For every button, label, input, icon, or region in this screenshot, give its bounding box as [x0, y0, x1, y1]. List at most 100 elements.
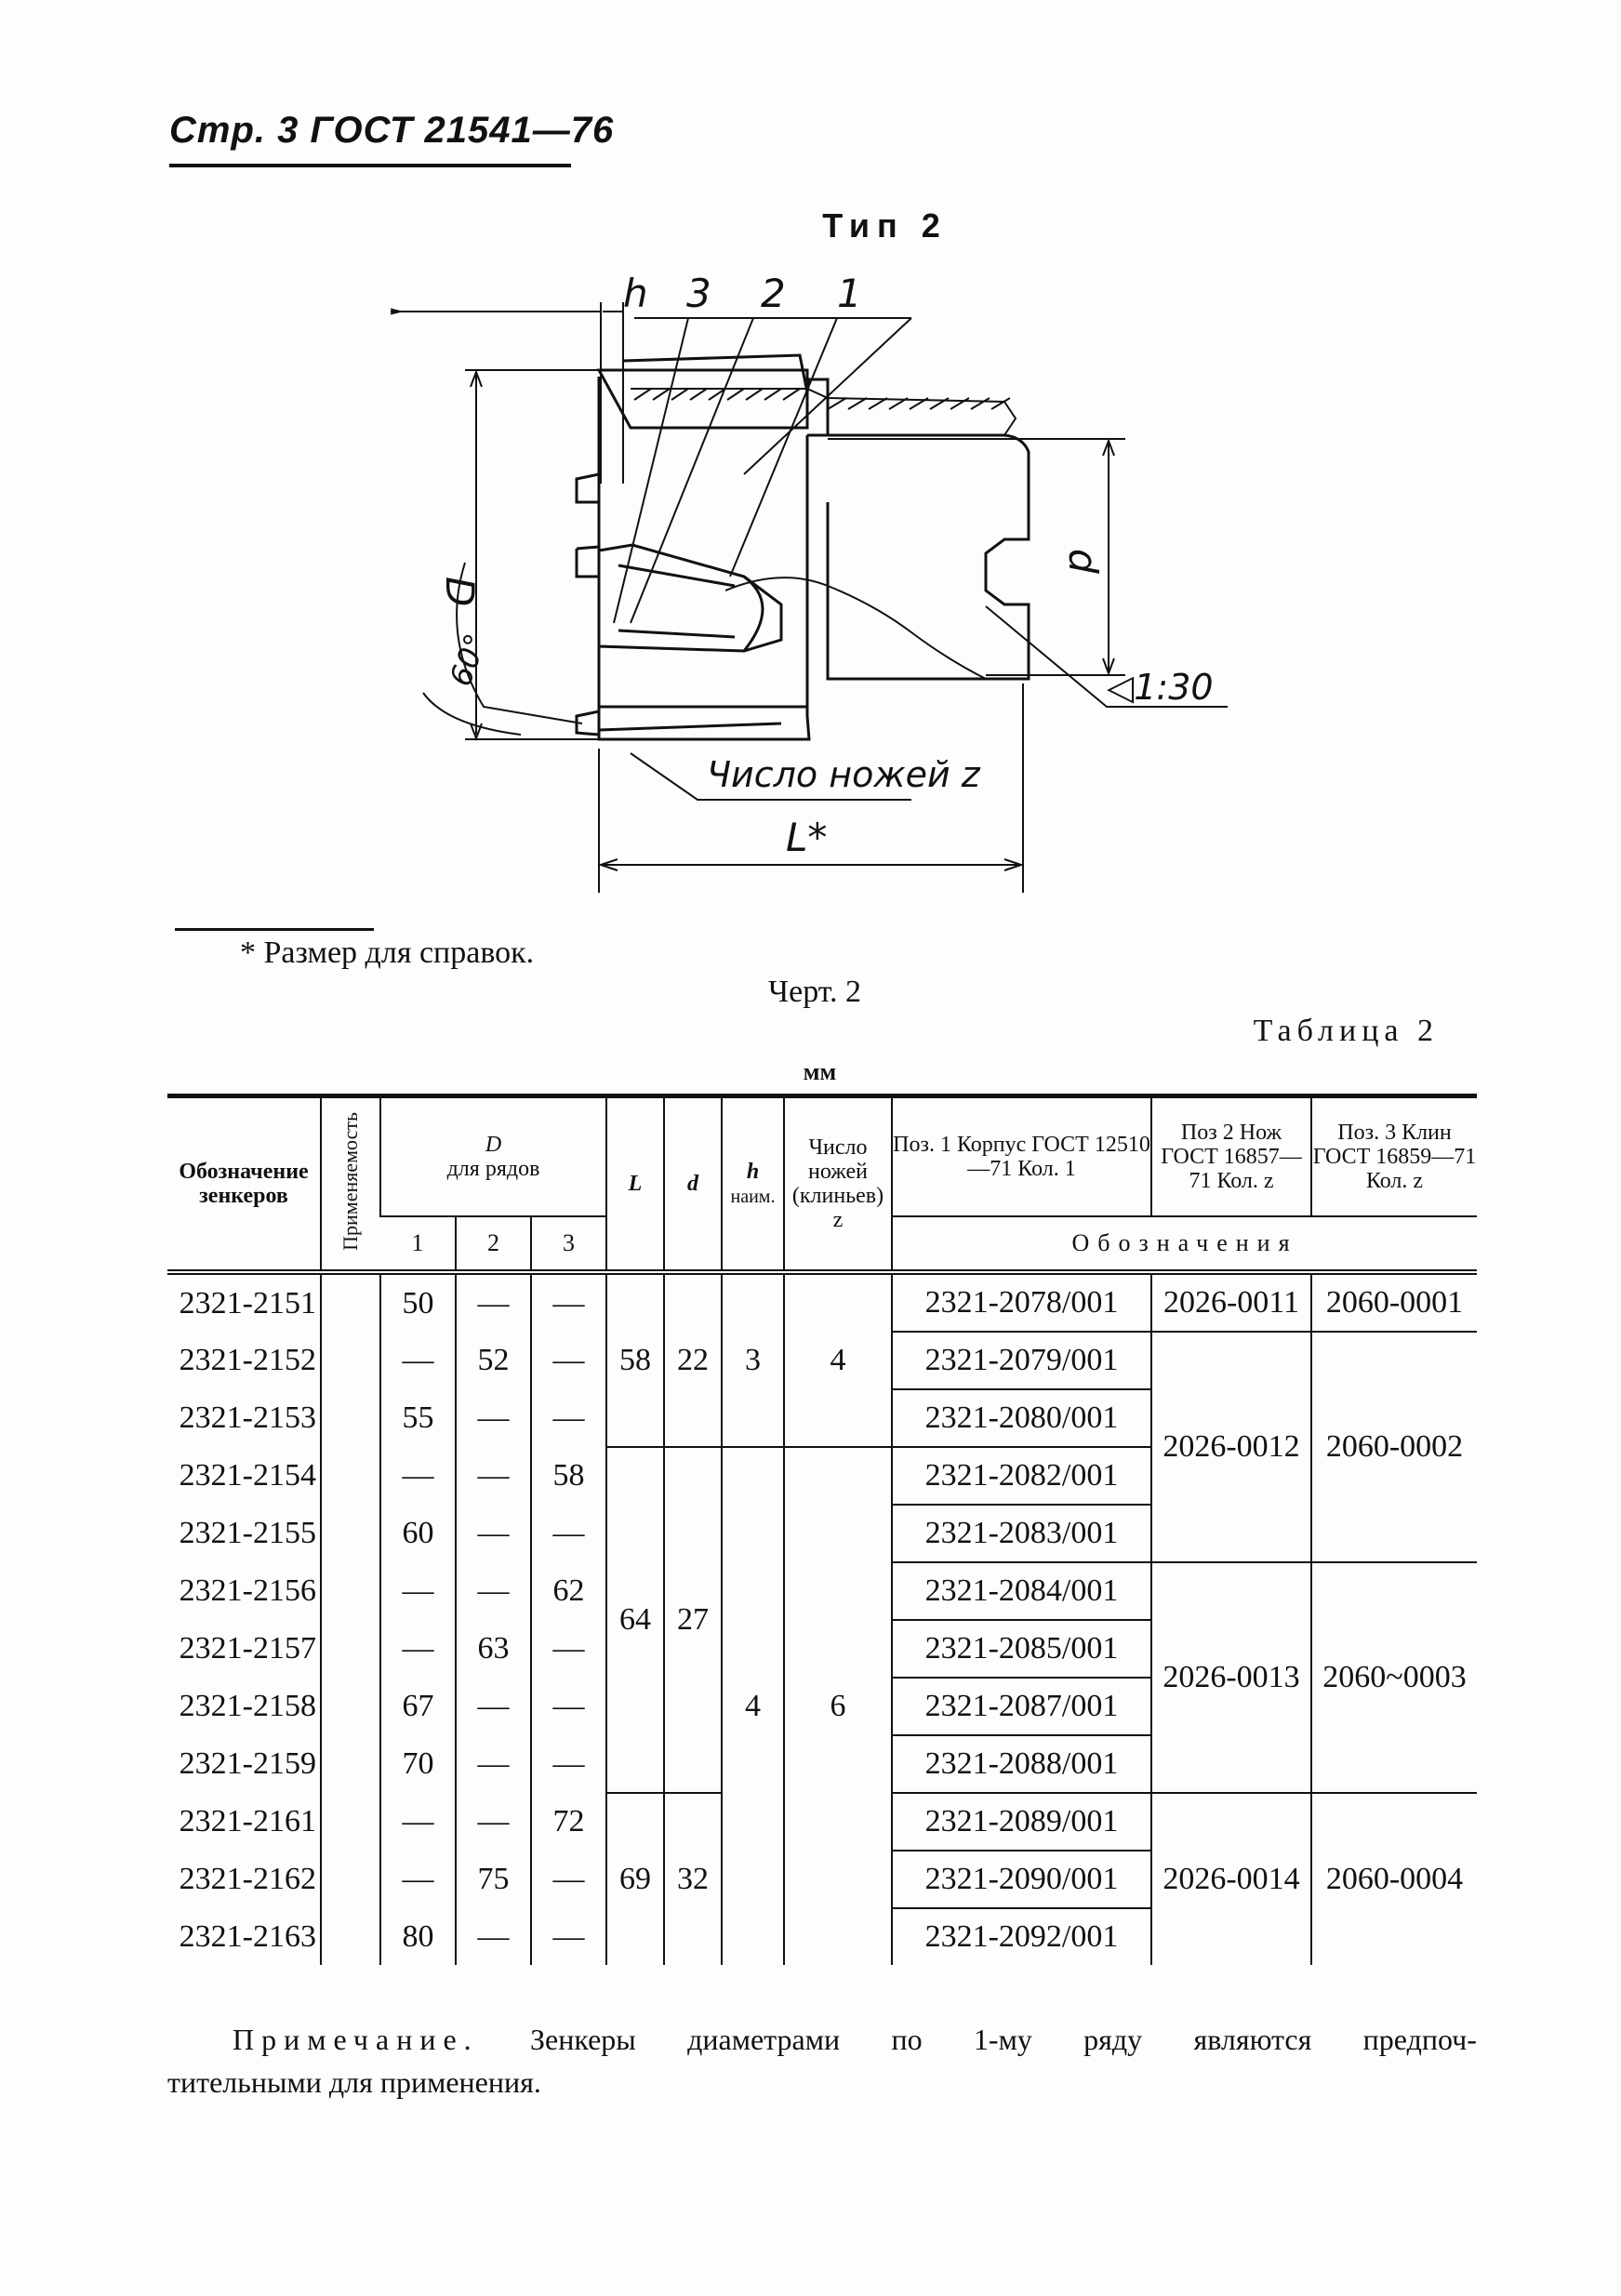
row-applicability [320, 1447, 380, 1505]
row-applicability [320, 1620, 380, 1678]
row-D3: — [530, 1269, 606, 1332]
note-word: по [891, 2023, 923, 2056]
figure-caption: Черт. 2 [768, 975, 862, 1009]
row-pos1: 2321-2089/001 [891, 1792, 1151, 1851]
group-L: 69 [605, 1792, 664, 1965]
row-D1: — [379, 1793, 456, 1851]
table-row: 2321-2153 55 — — 2321-2080/001 [167, 1388, 1477, 1447]
row-pos1: 2321-2079/001 [891, 1331, 1151, 1389]
row-D2: — [455, 1505, 531, 1562]
header-row2: 2 [455, 1215, 531, 1272]
group-d: 32 [663, 1792, 722, 1965]
table-row: 2321-2151 50 — — 58 22 3 4 2321-2078/001… [167, 1269, 1477, 1447]
note-word: Зенкеры [529, 2023, 636, 2056]
group-pos3: 2060-0001 [1310, 1269, 1477, 1332]
row-applicability [320, 1332, 380, 1389]
group-z: 4 [783, 1269, 892, 1447]
header-designations: Обозначения [891, 1215, 1477, 1272]
footnote-rule [175, 928, 374, 931]
group-L: 58 [605, 1269, 664, 1447]
row-D2: — [455, 1269, 531, 1332]
row-pos1: 2321-2085/001 [891, 1619, 1151, 1678]
row-D3: 62 [530, 1562, 606, 1620]
table-unit: мм [803, 1058, 837, 1085]
table-row: 2321-2162 — 75 — 2321-2090/001 [167, 1850, 1477, 1908]
note-label: Примечание. [233, 2023, 479, 2056]
label-pos2: 2 [761, 271, 786, 316]
footnote: * Размер для справок. [240, 936, 535, 970]
row-code: 2321-2161 [179, 1804, 316, 1838]
label-h: h [623, 271, 648, 316]
label-L: L* [786, 815, 827, 860]
label-D-vert: D [437, 577, 483, 606]
row-D3: — [530, 1389, 606, 1447]
table-row: 2321-2154 — — 58 64 27 4 6 2321-2082/001 [167, 1446, 1477, 1965]
group-pos3: 2060-0004 [1310, 1792, 1477, 1965]
row-code: 2321-2162 [179, 1862, 316, 1896]
row-applicability [320, 1851, 380, 1908]
row-D3: — [530, 1505, 606, 1562]
row-pos1: 2321-2080/001 [891, 1388, 1151, 1447]
group-d: 27 [663, 1446, 722, 1793]
row-D3: — [530, 1908, 606, 1965]
group-pos3: 2060~0003 [1310, 1561, 1477, 1793]
header-knives: Число ножей (клиньев) z [783, 1094, 892, 1272]
row-D2: — [455, 1562, 531, 1620]
row-pos1: 2321-2078/001 [891, 1269, 1151, 1332]
page-header: Стр. 3 ГОСТ 21541—76 [169, 110, 615, 151]
group-L: 64 [605, 1446, 664, 1793]
table-caption: Таблица 2 [1253, 1014, 1439, 1048]
row-D3: — [530, 1851, 606, 1908]
label-pos3: 3 [686, 271, 711, 316]
row-pos1: 2321-2083/001 [891, 1504, 1151, 1562]
row-pos1: 2321-2084/001 [891, 1561, 1151, 1620]
table-row: 2321-2161 — — 72 69 32 2321-2089/001 202… [167, 1792, 1477, 1965]
row-applicability [320, 1562, 380, 1620]
row-D2: 52 [455, 1332, 531, 1389]
row-applicability [320, 1269, 380, 1332]
row-D3: 58 [530, 1447, 606, 1505]
group-z: 6 [783, 1446, 892, 1965]
label-d: d [1060, 549, 1106, 574]
row-code: 2321-2153 [179, 1400, 316, 1435]
row-D2: 75 [455, 1851, 531, 1908]
label-taper: ◁1:30 [1107, 667, 1214, 708]
row-pos1: 2321-2082/001 [891, 1446, 1151, 1505]
row-D3: — [530, 1332, 606, 1389]
table-row: 2321-2158 67 — — 2321-2087/001 [167, 1677, 1477, 1735]
row-D2: — [455, 1793, 531, 1851]
row-D1: 50 [379, 1269, 456, 1332]
row-D1: 55 [379, 1389, 456, 1447]
table-row: 2321-2155 60 — — 2321-2083/001 [167, 1504, 1477, 1562]
header-row3: 3 [530, 1215, 606, 1272]
row-code: 2321-2157 [179, 1631, 316, 1666]
header-L: L [605, 1094, 664, 1272]
drawing-edge [596, 368, 809, 430]
group-pos2: 2026-0012 [1150, 1331, 1311, 1562]
row-pos1: 2321-2088/001 [891, 1734, 1151, 1793]
group-h: 3 [721, 1269, 784, 1447]
group-pos2: 2026-0013 [1150, 1561, 1311, 1793]
table-row: 2321-2163 80 — — 2321-2092/001 [167, 1907, 1477, 1965]
table-note: Примечание. Зенкеры диаметрами по 1-му р… [167, 2018, 1477, 2104]
row-code: 2321-2154 [179, 1458, 316, 1493]
row-pos1: 2321-2090/001 [891, 1850, 1151, 1908]
technical-drawing: h 3 2 1 D D d 60° ◁1:30 Число ножей z L* [367, 270, 1321, 921]
row-applicability [320, 1678, 380, 1735]
row-code: 2321-2163 [179, 1918, 316, 1954]
group-pos2: 2026-0014 [1150, 1792, 1311, 1965]
row-D1: — [379, 1332, 456, 1389]
row-D1: — [379, 1447, 456, 1505]
group-h: 4 [721, 1446, 784, 1965]
group-pos3: 2060-0002 [1310, 1331, 1477, 1562]
table-row: 2321-2157 — 63 — 2321-2085/001 [167, 1619, 1477, 1678]
row-code: 2321-2151 [167, 1269, 321, 1332]
note-word: 1-му [973, 2023, 1032, 2056]
row-D3: — [530, 1620, 606, 1678]
row-D1: 60 [379, 1505, 456, 1562]
row-D1: 67 [379, 1678, 456, 1735]
row-D2: — [455, 1447, 531, 1505]
row-D2: 63 [455, 1620, 531, 1678]
